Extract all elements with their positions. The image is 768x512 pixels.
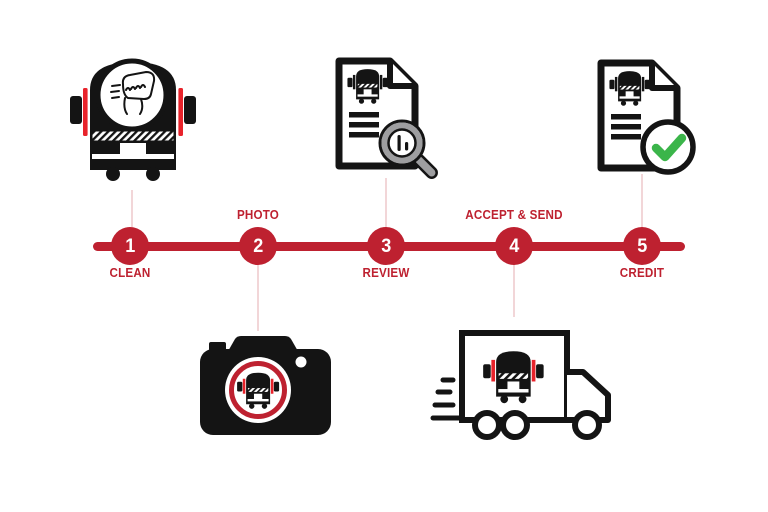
camera-flash-dot [295,356,307,368]
connector-step-4 [513,264,515,317]
step-number-4: 4 [508,235,520,257]
truck-cleaning-icon [68,50,198,192]
step-circle-2: 2 [239,227,277,265]
speed-lines [430,377,463,421]
wiping-hand-magnifier [95,58,169,132]
step-label-clean: CLEAN [109,266,151,280]
document-approved-icon [595,58,710,183]
step-number-2: 2 [252,235,264,257]
delivery-truck-icon [428,316,618,446]
camera-truck-icon [197,333,337,441]
step-circle-5: 5 [623,227,661,265]
step-label-accept-send: ACCEPT & SEND [465,208,563,222]
document-magnifier-icon [333,56,458,184]
step-number-1: 1 [124,235,136,257]
check-circle [640,119,696,175]
step-circle-3: 3 [367,227,405,265]
step-label-review: REVIEW [362,266,410,280]
check-icon [651,133,687,162]
step-number-3: 3 [380,235,392,257]
step-label-photo: PHOTO [236,208,280,222]
connector-step-3 [385,178,387,229]
connector-step-1 [131,190,133,229]
connector-step-5 [641,174,643,229]
connector-step-2 [257,264,259,331]
step-circle-1: 1 [111,227,149,265]
step-circle-4: 4 [495,227,533,265]
step-number-5: 5 [636,235,648,257]
magnifier-glass [378,119,438,179]
step-label-credit: CREDIT [619,266,665,280]
